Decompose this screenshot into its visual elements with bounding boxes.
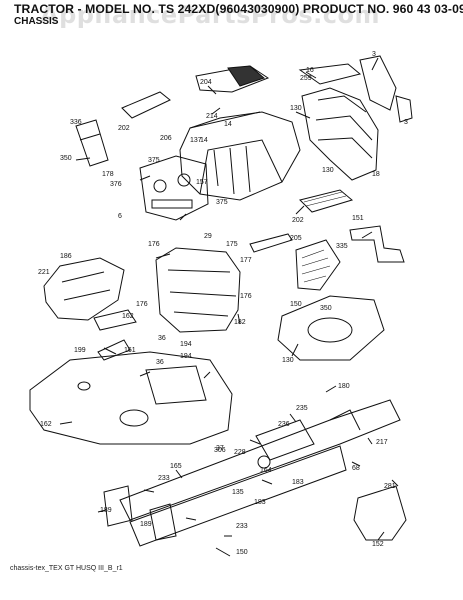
callout: 194 [180,341,192,348]
callout: 375 [216,199,228,206]
callout: 204 [200,79,212,86]
callout: 259 [300,75,312,82]
callout: 186 [60,253,72,260]
fender-part [155,247,241,333]
callout: 350 [60,155,72,162]
callout: 130 [290,105,302,112]
diagram-title: TRACTOR - MODEL NO. TS 242XD(96043030900… [14,2,463,16]
callout: 178 [102,171,114,178]
callout: 157 [196,179,208,186]
callout: 14 [200,137,208,144]
callout: 214 [206,113,218,120]
callout: 37 [216,445,224,452]
callout: 175 [226,241,238,248]
callout: 137 [190,137,202,144]
callout: 183 [292,479,304,486]
callout: 130 [282,357,294,364]
callout: 206 [160,135,172,142]
dash-panel-part [139,155,209,221]
callout: 375 [148,157,160,164]
callout: 194 [180,353,192,360]
seat-bracket-part [353,485,407,541]
callout: 228 [234,449,246,456]
callout: 68 [352,465,360,472]
callout: 217 [376,439,388,446]
bracket-part [249,233,293,253]
callout: 36 [158,335,166,342]
callout: 376 [110,181,122,188]
callout: 135 [232,489,244,496]
callout: 350 [320,305,332,312]
hood-side-part [298,63,362,85]
callout: 3 [372,51,376,58]
callout: 162 [122,313,134,320]
footboard-part [29,351,233,445]
callout: 189 [140,521,152,528]
callout: 176 [136,301,148,308]
diagram-subtitle: CHASSIS [14,16,59,27]
callout: 336 [70,119,82,126]
footrest-part [277,295,385,361]
side-panel-part [301,87,379,181]
callout: 205 [290,235,302,242]
callout: 150 [236,549,248,556]
callout: 16 [306,67,314,74]
seat-pan-part [43,257,125,321]
callout: 6 [118,213,122,220]
callout: 202 [118,125,130,132]
callout: 221 [38,269,50,276]
callout: 183 [254,499,266,506]
callout: 182 [234,319,246,326]
callout: 177 [240,257,252,264]
callout: 36 [156,359,164,366]
callout: 176 [240,293,252,300]
callout: 199 [74,347,86,354]
lower-grille-part [295,239,341,291]
callout: 202 [292,217,304,224]
callout: 150 [290,301,302,308]
grille-part [121,91,171,119]
callout: 151 [352,215,364,222]
callout: 233 [236,523,248,530]
callout: 235 [296,405,308,412]
callout: 161 [124,347,136,354]
callout: 3 [404,119,408,126]
callout: 176 [148,241,160,248]
battery-part [75,119,109,167]
callout: 233 [158,475,170,482]
callout: 130 [322,167,334,174]
callout: 306 [214,447,226,454]
callout: 165 [170,463,182,470]
callout: 335 [336,243,348,250]
callout: 29 [204,233,212,240]
callout: 18 [372,171,380,178]
callout: 180 [338,383,350,390]
callout: 236 [278,421,290,428]
callout: 162 [40,421,52,428]
callout: 189 [100,507,112,514]
hood-part [179,111,301,201]
callout: 14 [224,121,232,128]
callout: 164 [260,467,272,474]
drawing-reference: chassis-tex_TEX GT HUSQ III_B_r1 [10,565,123,572]
callout: 152 [372,541,384,548]
callout: 281 [384,483,396,490]
